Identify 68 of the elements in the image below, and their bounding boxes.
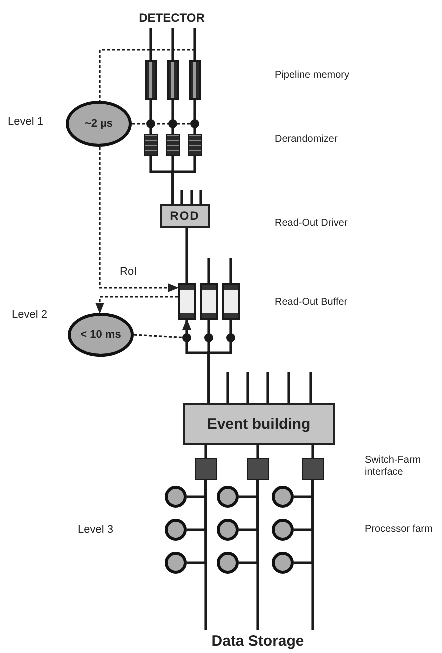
data-line bbox=[186, 228, 188, 283]
buffer-cell bbox=[178, 283, 196, 320]
data-line bbox=[172, 28, 174, 60]
edge-label: RoI bbox=[118, 266, 140, 278]
data-line bbox=[256, 445, 260, 458]
driver-box bbox=[160, 204, 210, 228]
data-line bbox=[208, 320, 232, 403]
level-label: Level 1 bbox=[8, 116, 44, 128]
buffer-cell bbox=[222, 283, 240, 320]
data-line bbox=[256, 480, 260, 630]
node-label: < 10 ms bbox=[80, 329, 122, 341]
derandomizer-cell bbox=[144, 134, 158, 156]
data-line bbox=[194, 28, 196, 60]
processor-circle bbox=[165, 552, 187, 574]
pipeline-memory-cell bbox=[167, 60, 179, 100]
part-label: Read-Out Driver bbox=[275, 218, 349, 230]
processor-circle bbox=[217, 519, 239, 541]
part-label: Read-Out Buffer bbox=[275, 297, 349, 309]
data-line bbox=[288, 372, 290, 403]
data-line bbox=[266, 372, 270, 403]
node-label: ROD bbox=[170, 209, 200, 223]
buffer-cell bbox=[200, 283, 218, 320]
trigger-signal-line bbox=[99, 147, 180, 292]
processor-circle bbox=[272, 486, 294, 508]
data-line bbox=[204, 480, 208, 630]
data-line bbox=[230, 258, 232, 283]
data-line bbox=[172, 100, 174, 134]
interface-square bbox=[302, 458, 324, 480]
heading-text: Data Storage bbox=[212, 632, 304, 650]
trigger-signal-line bbox=[96, 296, 178, 314]
trigger-signal-line bbox=[99, 49, 196, 101]
processor-circle bbox=[272, 552, 294, 574]
derandomizer-cell bbox=[188, 134, 202, 156]
part-label: Level 3 bbox=[78, 524, 114, 536]
part-label: Pipeline memory bbox=[275, 70, 350, 82]
data-line bbox=[208, 258, 210, 283]
data-line bbox=[150, 100, 152, 134]
data-line bbox=[246, 372, 250, 403]
data-line bbox=[312, 445, 314, 458]
derandomizer-cell bbox=[166, 134, 180, 156]
node-label: Event building bbox=[207, 416, 311, 432]
part-label: Processor farm bbox=[365, 524, 434, 536]
level-label: Level 2 bbox=[12, 309, 48, 321]
interface-square bbox=[247, 458, 269, 480]
data-line bbox=[180, 190, 184, 204]
data-line bbox=[194, 100, 196, 134]
processor-circle bbox=[217, 486, 239, 508]
part-label: Derandomizer bbox=[275, 134, 339, 146]
heading-text: DETECTOR bbox=[139, 11, 205, 25]
event-building-box bbox=[183, 403, 335, 445]
node-label: ~2 µs bbox=[84, 118, 114, 130]
processor-circle bbox=[272, 519, 294, 541]
processor-circle bbox=[217, 552, 239, 574]
data-line bbox=[200, 190, 202, 204]
data-line bbox=[190, 190, 194, 204]
data-line bbox=[310, 372, 312, 403]
data-line bbox=[312, 480, 314, 630]
part-label: Switch-Farm interface bbox=[365, 455, 422, 479]
pipeline-memory-cell bbox=[189, 60, 201, 100]
processor-circle bbox=[165, 519, 187, 541]
data-line bbox=[204, 445, 208, 458]
data-line bbox=[226, 372, 230, 403]
data-line bbox=[172, 156, 196, 204]
interface-square bbox=[195, 458, 217, 480]
trigger-signal-line bbox=[134, 318, 192, 339]
processor-circle bbox=[165, 486, 187, 508]
pipeline-memory-cell bbox=[145, 60, 157, 100]
data-line bbox=[150, 28, 152, 60]
